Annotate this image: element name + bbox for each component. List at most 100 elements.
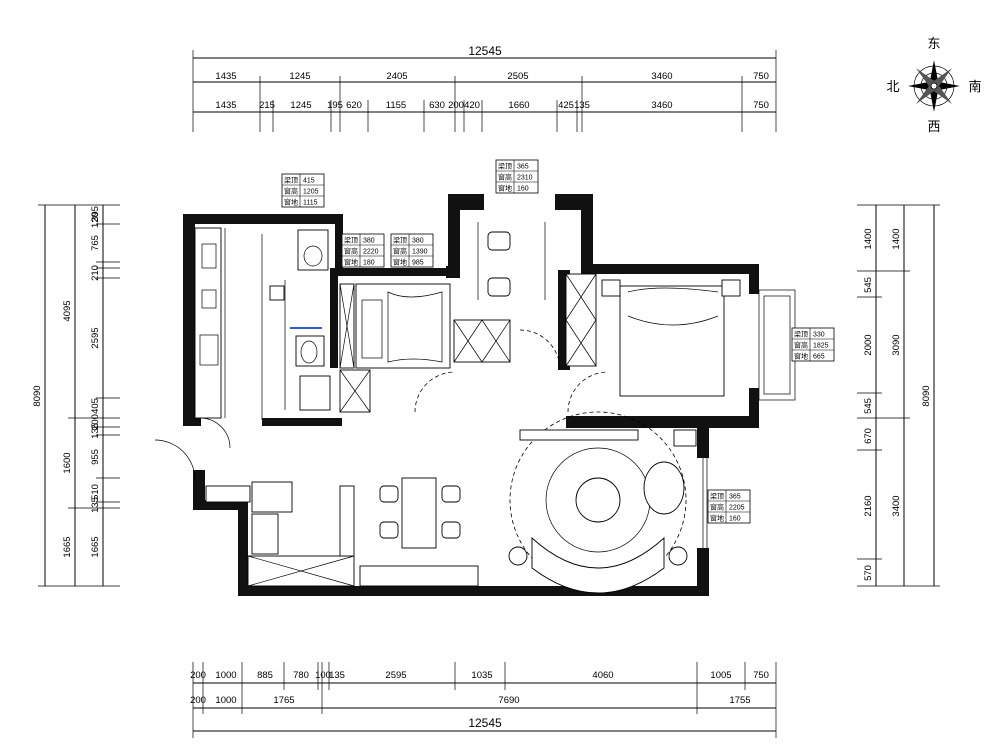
compass-south-label: 南 (968, 79, 981, 94)
dim-bottom-row2-label: 7690 (498, 695, 519, 706)
sofa (508, 536, 688, 594)
dim-top-row2-label: 1435 (215, 100, 236, 111)
dim-left-inner-label: 1665 (90, 536, 101, 557)
top-dimension-lines (192, 50, 777, 132)
window-tag-value: 2310 (517, 175, 533, 182)
dim-left-inner-label: 510 (90, 484, 101, 500)
dim-bottom-row1-label: 885 (257, 670, 273, 681)
dim-top-row2-label: 750 (753, 100, 769, 111)
dim-bottom-row1-label: 780 (293, 670, 309, 681)
dim-left-inner-label: 395 (90, 206, 101, 222)
dim-top-row2-label: 620 (346, 100, 362, 111)
left-dimension-lines (38, 204, 120, 587)
dim-right-outer-labels: 1400 3090 3400 (891, 228, 902, 516)
dim-left-inner-label: 200 (90, 414, 101, 430)
master-bay-window (758, 289, 796, 401)
window-tag-key: 梁顶 (498, 162, 512, 171)
bathroom-fixtures (269, 229, 331, 411)
dim-left-inner-label: 135 (90, 423, 101, 439)
window-tag-frame (495, 159, 539, 194)
window-tag-value: 415 (303, 178, 315, 185)
master-wardrobe (565, 273, 597, 367)
window-tag-key: 窗地 (344, 258, 358, 267)
window-tag-key: 窗高 (794, 341, 808, 350)
master-bed (601, 279, 741, 397)
dim-bottom-row1-label: 750 (753, 670, 769, 681)
window-tag-value: 1390 (412, 249, 428, 256)
kitchen-counter (194, 227, 263, 449)
dim-left-outer-label: 4095 (62, 300, 73, 321)
dim-left-inner-labels: 395 765 120 210 2595 405 200 135 955 510… (90, 206, 101, 558)
dim-right-outer-label: 1400 (891, 228, 902, 249)
dim-left-inner-label: 955 (90, 449, 101, 465)
dim-top-row1-labels: 1435 1245 2405 2505 3460 750 (215, 71, 769, 82)
entry-door-swing (154, 439, 196, 481)
window-tag-key: 窗高 (393, 247, 407, 256)
dim-top-row2-labels: 1435 215 1245 195 620 1155 630 200 420 1… (215, 100, 769, 111)
master-door-swing (567, 371, 609, 413)
compass-west-label: 西 (927, 119, 940, 134)
dim-left-outer-label: 1665 (62, 536, 73, 557)
bedroom-2-wardrobe (339, 283, 371, 413)
dim-top-row2-label: 630 (429, 100, 445, 111)
window-tag-frame (281, 173, 325, 208)
armchair (643, 461, 685, 515)
dim-bottom-row1-label: 1005 (710, 670, 731, 681)
dim-left-inner-label: 210 (90, 265, 101, 281)
dim-bottom-row2-labels: 200 1000 1765 7690 1755 (190, 695, 751, 706)
walls (183, 194, 759, 596)
window-tag-key: 窗地 (284, 198, 298, 207)
dim-right-inner-label: 545 (863, 277, 874, 293)
compass-rose-icon (908, 60, 960, 112)
hall-cabinets (453, 319, 511, 363)
dim-right-total: 8090 (921, 385, 932, 406)
dim-top-row2-label: 135 (574, 100, 590, 111)
dim-top-row1-label: 2405 (386, 71, 407, 82)
dim-bottom-row1-label: 2595 (385, 670, 406, 681)
window-tag-key: 梁顶 (344, 236, 358, 245)
bedroom-2-bed (355, 283, 451, 369)
window-tag-key: 窗地 (794, 352, 808, 361)
dim-bottom-row2-label: 1765 (273, 695, 294, 706)
living-window (702, 458, 708, 548)
dim-bottom-row2-label: 1755 (729, 695, 750, 706)
dim-right-inner-label: 2000 (863, 334, 874, 355)
window-tag-value: 365 (517, 164, 529, 171)
window-tag-key: 梁顶 (393, 236, 407, 245)
compass-north-label: 北 (886, 79, 899, 94)
dim-bottom-row1-labels: 200 1000 885 780 100 135 2595 1035 4060 … (190, 670, 769, 681)
window-tag-key: 窗高 (498, 173, 512, 182)
tv-cabinet (519, 429, 697, 447)
dim-left-inner-label: 765 (90, 235, 101, 251)
dim-top-row2-label: 1245 (290, 100, 311, 111)
dining-table (379, 477, 461, 549)
living-room-rug (509, 411, 687, 589)
window-tag-value: 180 (363, 260, 375, 267)
dim-left-inner-label: 135 (90, 497, 101, 513)
bedroom-2-door-swing (414, 371, 456, 413)
window-tag-key: 窗高 (284, 187, 298, 196)
window-tag-key: 梁顶 (284, 176, 298, 185)
window-tag-value: 665 (813, 354, 825, 361)
window-tag-key: 窗地 (710, 514, 724, 523)
window-tag-frame (707, 489, 751, 524)
dim-left-total: 8090 (32, 385, 43, 406)
dim-right-inner-label: 1400 (863, 228, 874, 249)
window-tag-key: 梁顶 (710, 492, 724, 501)
window-tag-key: 窗高 (344, 247, 358, 256)
dim-top-row1-label: 750 (753, 71, 769, 82)
window-tag-value: 1205 (303, 189, 319, 196)
dim-bottom-row1-label: 200 (190, 670, 206, 681)
dim-right-outer-label: 3090 (891, 334, 902, 355)
dim-top-row2-label: 215 (259, 100, 275, 111)
window-tag-key: 窗高 (710, 503, 724, 512)
dim-right-outer-label: 3400 (891, 495, 902, 516)
window-tag-value: 1115 (303, 200, 318, 207)
window-tag-frame (390, 233, 434, 268)
dim-top-row2-label: 1155 (386, 100, 406, 111)
dim-top-row2-label: 420 (464, 100, 480, 111)
